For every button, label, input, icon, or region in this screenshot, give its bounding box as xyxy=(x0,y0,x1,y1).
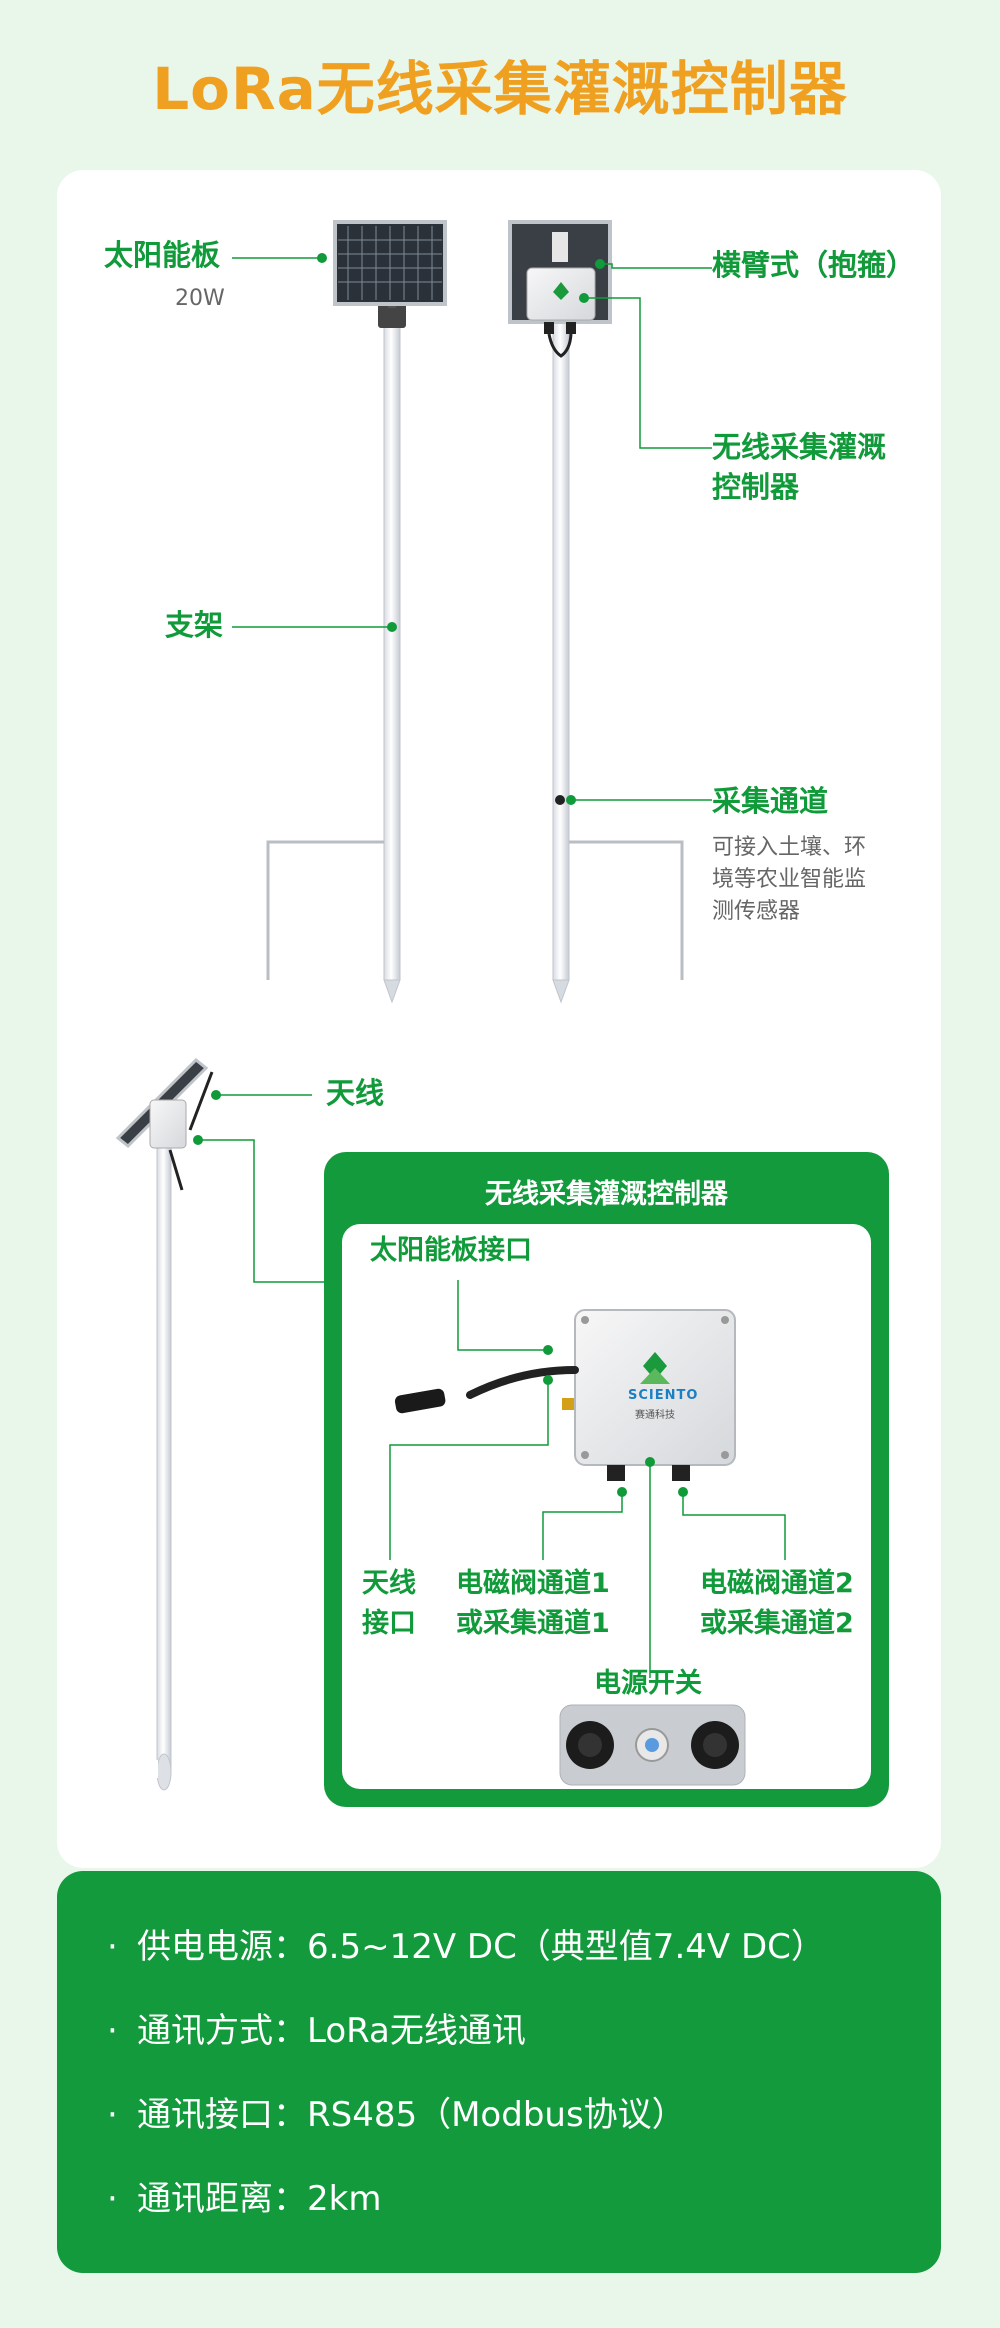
spec-item: ·通讯距离：2km xyxy=(107,2179,382,2219)
label-antenna-port1: 天线 xyxy=(362,1568,416,1599)
label-power-switch: 电源开关 xyxy=(594,1668,702,1699)
pole-bottom xyxy=(115,1057,214,1791)
label-bracket: 支架 xyxy=(165,608,224,642)
logo-text: SCIENTO xyxy=(628,1388,699,1403)
page-title: LoRa无线采集灌溉控制器 xyxy=(152,55,848,123)
solar-panel-drawing xyxy=(333,220,447,306)
pole-left xyxy=(266,220,447,1004)
label-channel-desc1: 可接入土壤、环 xyxy=(712,835,867,860)
label-valve1-line1: 电磁阀通道1 xyxy=(456,1568,610,1599)
label-crossarm: 横臂式（抱箍） xyxy=(712,248,916,282)
spec-item: ·通讯接口：RS485（Modbus协议） xyxy=(107,2095,686,2135)
label-solar-panel: 太阳能板 xyxy=(104,238,221,272)
label-solar-power: 20W xyxy=(175,286,225,311)
spec-panel: ·供电电源：6.5~12V DC（典型值7.4V DC） ·通讯方式：LoRa无… xyxy=(57,1871,941,2273)
label-channel-desc2: 境等农业智能监 xyxy=(712,867,867,892)
spec-item: ·供电电源：6.5~12V DC（典型值7.4V DC） xyxy=(107,1927,825,1967)
label-controller-line1: 无线采集灌溉 xyxy=(712,430,887,464)
detail-title: 无线采集灌溉控制器 xyxy=(485,1179,728,1210)
label-antenna-port2: 接口 xyxy=(362,1608,416,1639)
label-channel: 采集通道 xyxy=(712,784,829,818)
label-valve1-line2: 或采集通道1 xyxy=(456,1608,610,1639)
label-antenna: 天线 xyxy=(326,1076,385,1110)
label-solar-port: 太阳能板接口 xyxy=(370,1235,532,1266)
label-channel-desc3: 测传感器 xyxy=(712,899,801,924)
detail-inner xyxy=(342,1224,871,1789)
label-valve2-line2: 或采集通道2 xyxy=(700,1608,854,1639)
pole-right xyxy=(508,220,684,1004)
label-controller-line2: 控制器 xyxy=(712,470,800,504)
spec-item: ·通讯方式：LoRa无线通讯 xyxy=(107,2011,526,2051)
logo-sub: 赛通科技 xyxy=(635,1410,675,1421)
label-valve2-line1: 电磁阀通道2 xyxy=(700,1568,854,1599)
